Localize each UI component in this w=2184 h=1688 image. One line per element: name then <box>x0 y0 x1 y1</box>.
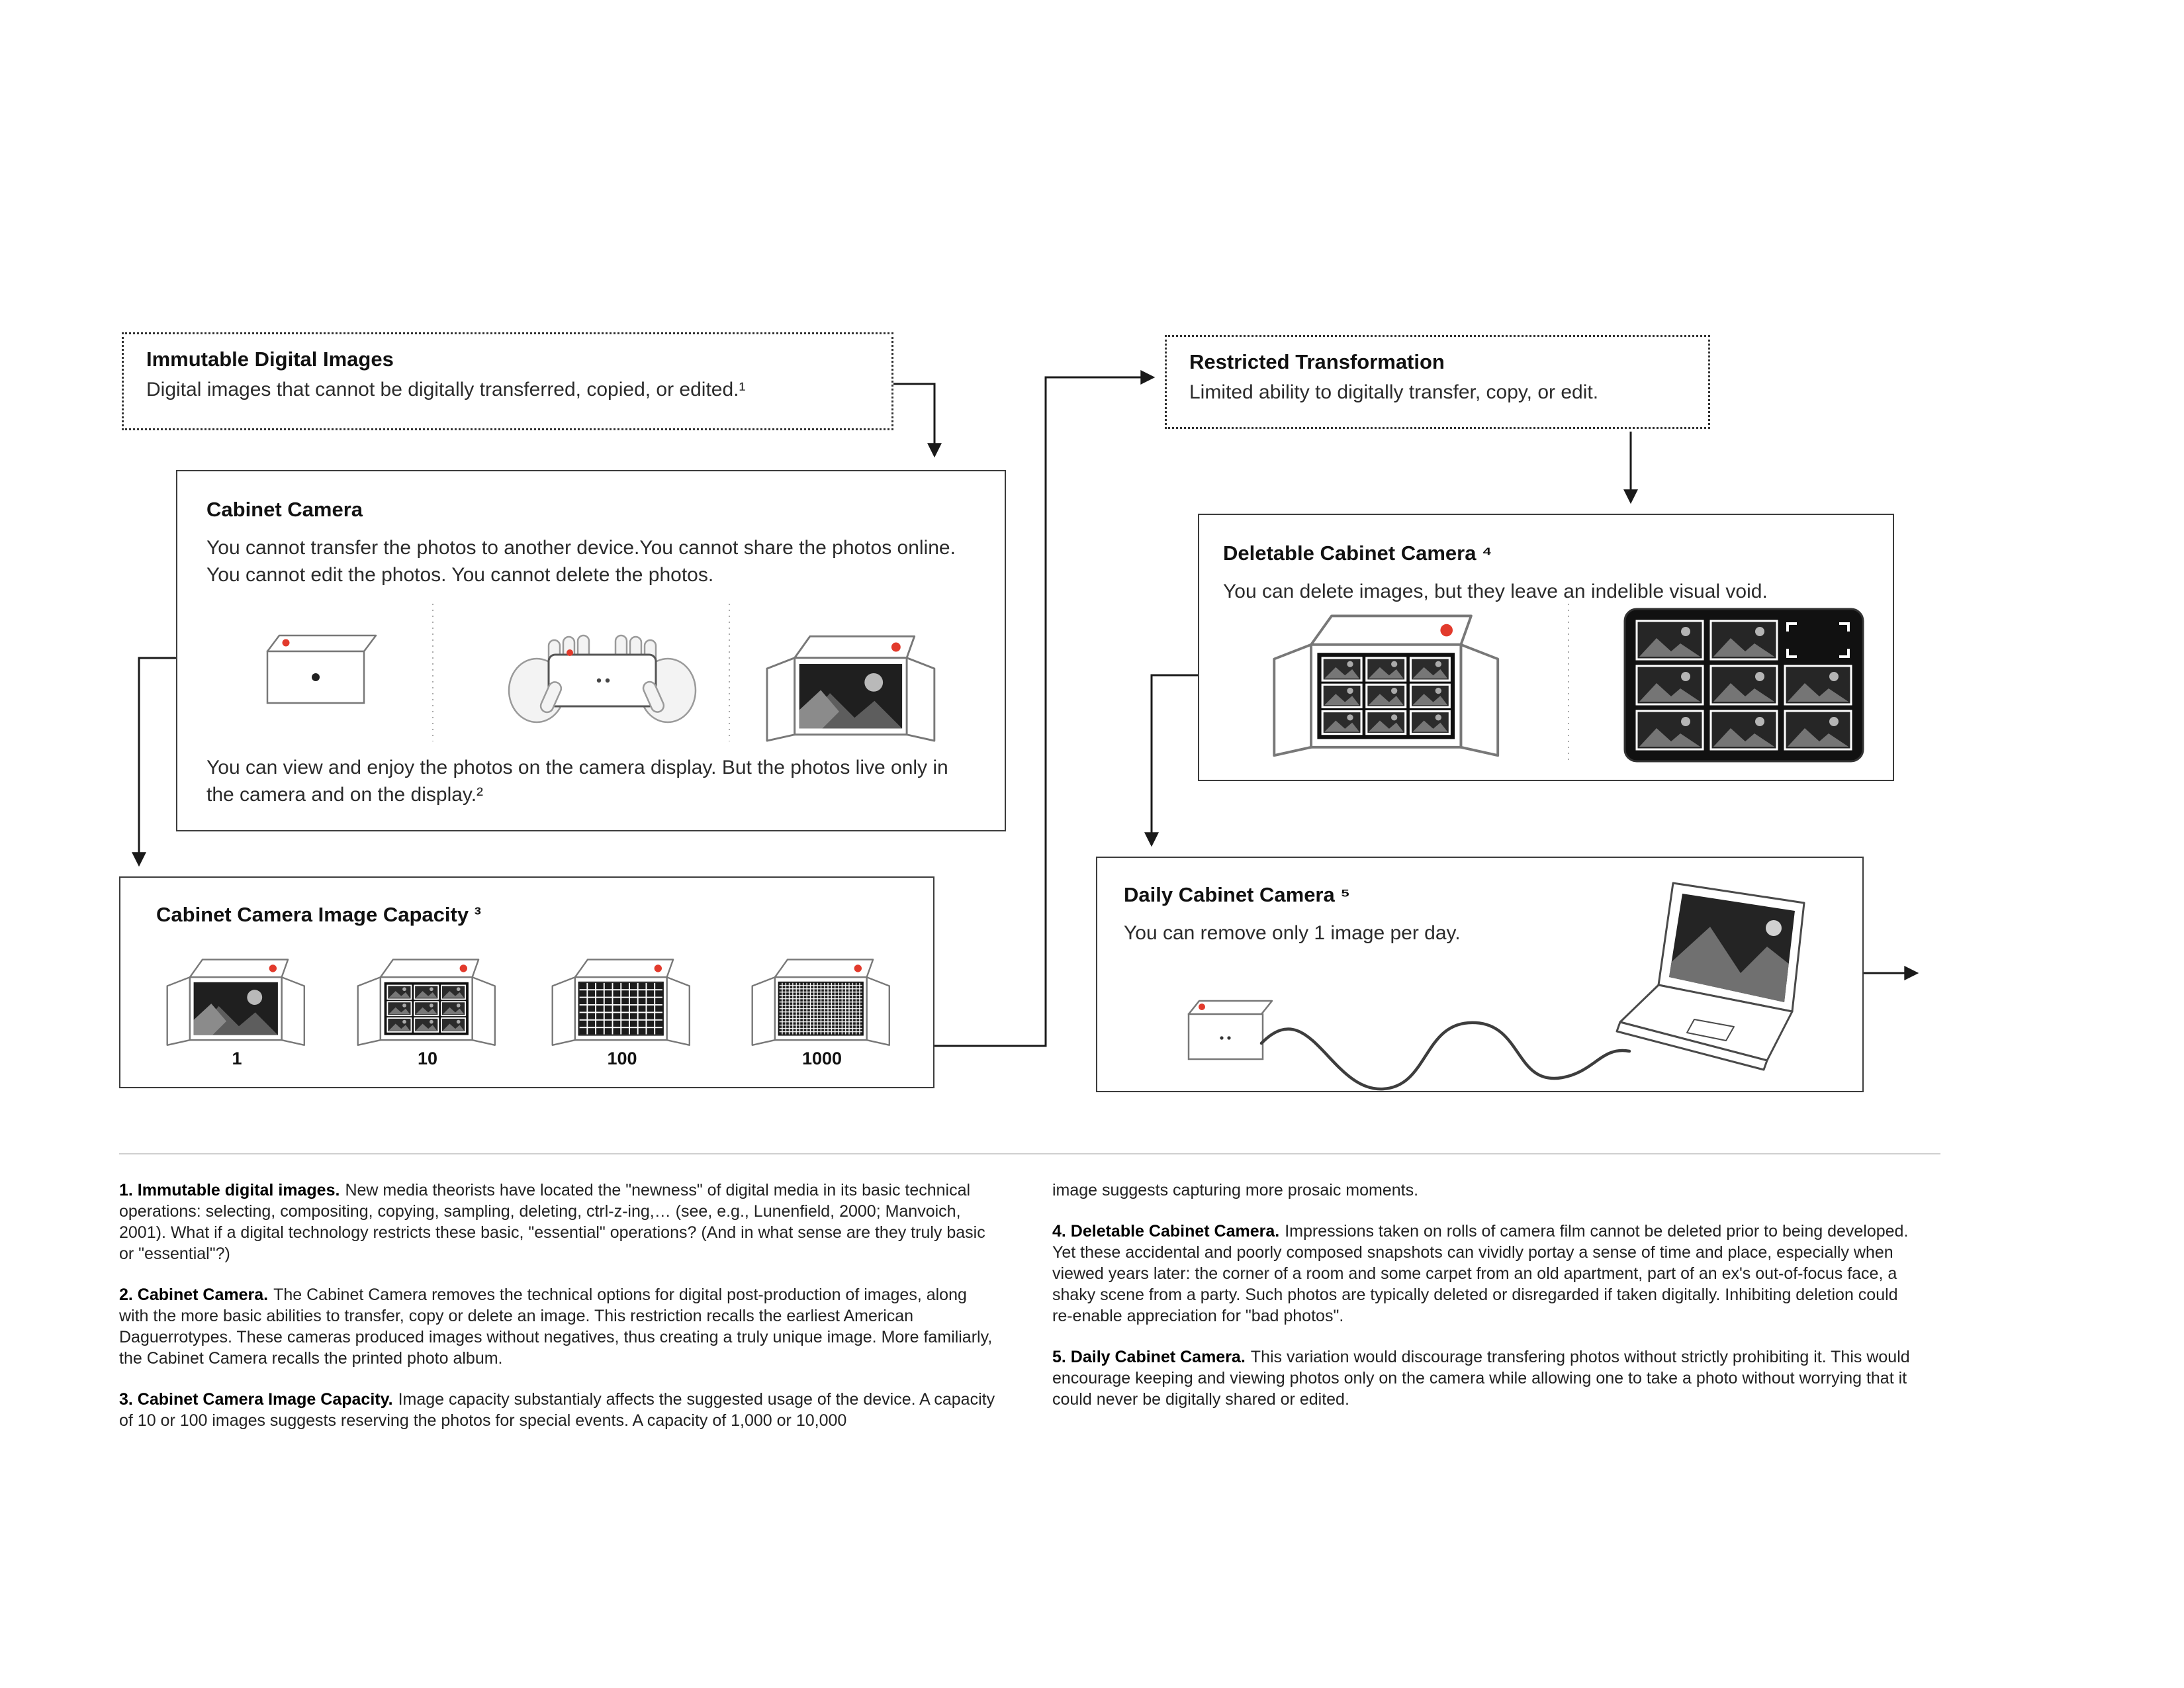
restricted-body: Limited ability to digitally transfer, c… <box>1189 381 1599 403</box>
footnote-3-lead: 3. Cabinet Camera Image Capacity. <box>119 1390 393 1409</box>
daily-body: You can remove only 1 image per day. <box>1124 922 1461 944</box>
footnote-2-text: The Cabinet Camera removes the technical… <box>119 1286 993 1368</box>
footnote-3: 3. Cabinet Camera Image Capacity.Image c… <box>119 1389 1001 1431</box>
immutable-title: Immutable Digital Images <box>146 348 394 371</box>
cabinet-body-top: You cannot transfer the photos to anothe… <box>206 537 956 586</box>
restricted-title: Restricted Transformation <box>1189 350 1445 373</box>
deletable-title: Deletable Cabinet Camera ⁴ <box>1223 541 1492 565</box>
capacity-box: Cabinet Camera Image Capacity ³ 1 10 100… <box>119 876 934 1088</box>
footnote-2: 2. Cabinet Camera.The Cabinet Camera rem… <box>119 1284 1001 1369</box>
footnote-1: 1. Immutable digital images.New media th… <box>119 1180 1001 1264</box>
cabinet-body-bottom: You can view and enjoy the photos on the… <box>206 757 948 806</box>
deletable-cabinet-camera-box: Deletable Cabinet Camera ⁴ You can delet… <box>1198 514 1894 781</box>
arrow-immutable-to-cabinet <box>893 383 942 458</box>
cabinet-camera-box: Cabinet Camera You cannot transfer the p… <box>176 470 1006 831</box>
daily-title: Daily Cabinet Camera ⁵ <box>1124 883 1350 906</box>
capacity-label-1000: 1000 <box>801 1049 842 1068</box>
immutable-body: Digital images that cannot be digitally … <box>146 379 746 400</box>
arrow-deletable-to-daily <box>1144 674 1198 847</box>
footnotes-left-column: 1. Immutable digital images.New media th… <box>119 1180 1001 1451</box>
footnote-4-text: Impressions taken on rolls of camera fil… <box>1052 1222 1909 1325</box>
footnote-5: 5. Daily Cabinet Camera.This variation w… <box>1052 1346 1913 1410</box>
footnote-5-text: This variation would discourage transfer… <box>1052 1348 1910 1409</box>
cabinet-title: Cabinet Camera <box>206 498 363 521</box>
footnote-divider <box>119 1153 1940 1154</box>
immutable-digital-images-box: Immutable Digital Images Digital images … <box>122 332 893 430</box>
footnote-4-lead: 4. Deletable Cabinet Camera. <box>1052 1222 1280 1241</box>
capacity-label-1: 1 <box>232 1049 242 1068</box>
footnote-2-lead: 2. Cabinet Camera. <box>119 1286 269 1304</box>
footnotes-right-column: image suggests capturing more prosaic mo… <box>1052 1180 1913 1430</box>
footnote-1-text: New media theorists have located the "ne… <box>119 1181 985 1263</box>
capacity-title: Cabinet Camera Image Capacity ³ <box>156 903 482 926</box>
footnote-3-continuation: image suggests capturing more prosaic mo… <box>1052 1180 1913 1201</box>
footnote-4: 4. Deletable Cabinet Camera.Impressions … <box>1052 1221 1913 1327</box>
arrow-cabinet-to-capacity <box>132 657 176 867</box>
daily-cabinet-camera-box: Daily Cabinet Camera ⁵ You can remove on… <box>1096 857 1864 1092</box>
footnote-3-continuation-text: image suggests capturing more prosaic mo… <box>1052 1181 1419 1199</box>
footnote-3-text: Image capacity substantialy affects the … <box>119 1390 995 1430</box>
footnote-1-lead: 1. Immutable digital images. <box>119 1181 340 1199</box>
deletable-body: You can delete images, but they leave an… <box>1223 581 1768 602</box>
capacity-label-100: 100 <box>607 1049 637 1068</box>
capacity-label-10: 10 <box>417 1049 438 1068</box>
restricted-transformation-box: Restricted Transformation Limited abilit… <box>1165 335 1710 429</box>
footnote-5-lead: 5. Daily Cabinet Camera. <box>1052 1348 1246 1366</box>
